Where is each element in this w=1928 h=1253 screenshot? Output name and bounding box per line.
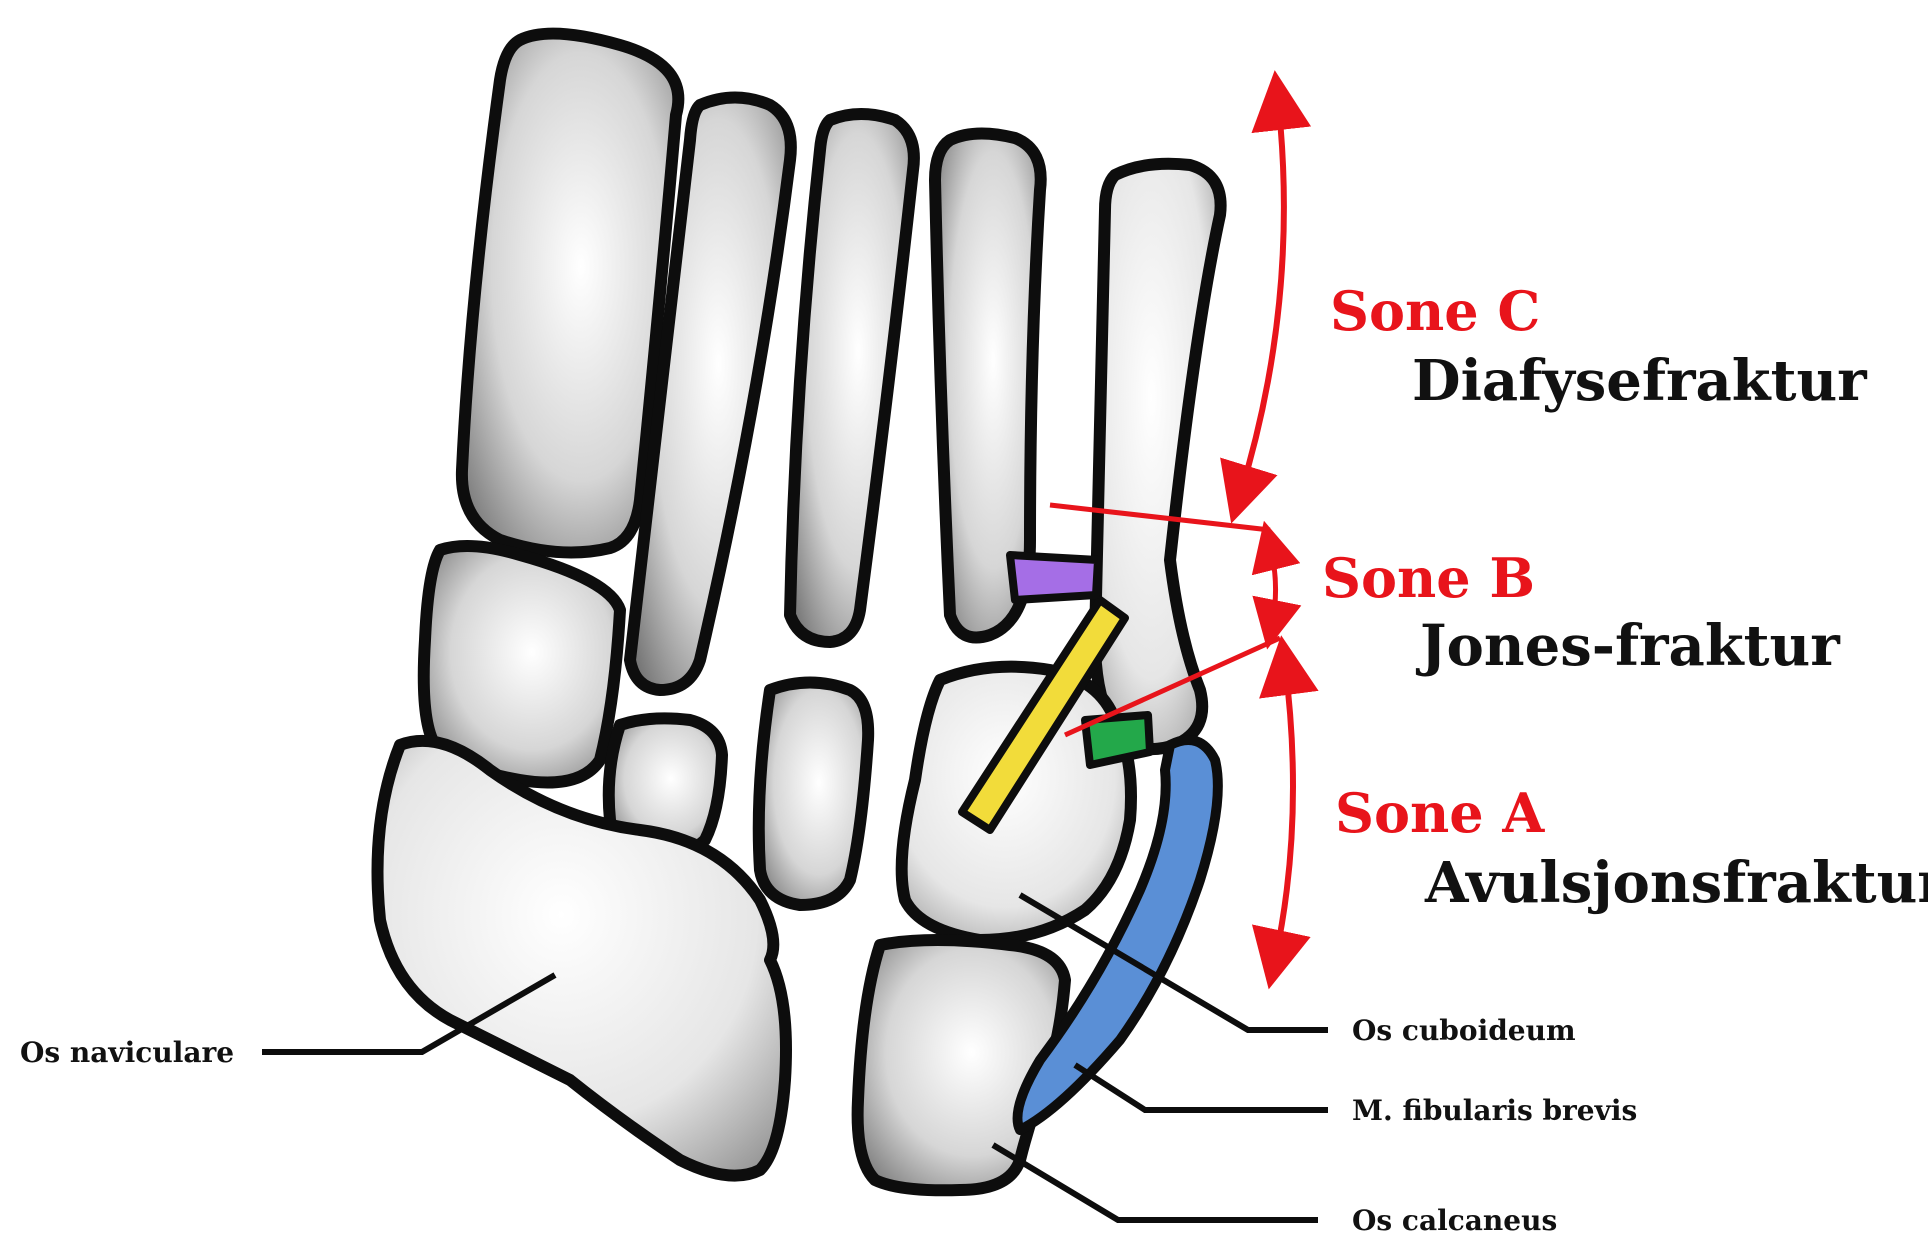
calcaneus-leader-line (991, 1142, 1318, 1223)
navicular-label: Os naviculare (20, 1036, 234, 1069)
zone-a-title: Sone A (1335, 781, 1545, 845)
green-segment (1081, 711, 1154, 769)
navicular-bone (371, 734, 792, 1182)
cuboid-bone (895, 660, 1137, 946)
fibularis-label: M. fibularis brevis (1352, 1094, 1637, 1127)
cuboid-label: Os cuboideum (1352, 1014, 1576, 1047)
zone-b-title: Sone B (1322, 546, 1535, 610)
cuboid-leader-line (1018, 892, 1328, 1033)
cuneiform-intermediate (602, 712, 728, 859)
navicular-leader-line (262, 972, 557, 1055)
calcaneus-label: Os calcaneus (1352, 1204, 1557, 1237)
zone-b-arrow (1251, 520, 1302, 650)
zone-b-subtitle: Jones-fraktur (1415, 613, 1841, 679)
fibularis-brevis-tendon (1012, 735, 1223, 1135)
zone-boundary-lower (1063, 635, 1282, 738)
metatarsal-5 (1089, 157, 1227, 756)
purple-segment (1006, 551, 1102, 604)
yellow-segment (958, 596, 1129, 834)
zone-a-subtitle: Avulsjonsfraktur (1424, 850, 1928, 916)
zone-c-title: Sone C (1330, 279, 1540, 343)
zone-c-arrow (1220, 70, 1312, 524)
zone-a-arrow (1251, 635, 1319, 990)
metatarsal-2 (624, 91, 797, 696)
fibularis-leader-line (1073, 1062, 1328, 1113)
zone-c-subtitle: Diafysefraktur (1412, 348, 1868, 414)
zone-boundary-upper (1049, 502, 1271, 533)
cuneiform-lateral (752, 676, 875, 911)
cuneiform-medial (417, 540, 626, 789)
metatarsal-3 (784, 108, 920, 648)
metatarsal-1 (455, 27, 685, 559)
